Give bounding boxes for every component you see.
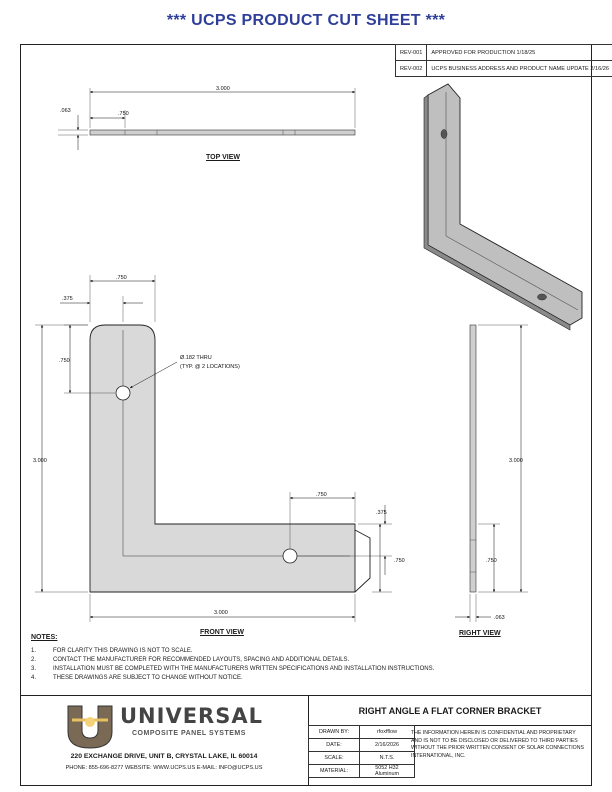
dim-front-height: 3.000 — [33, 458, 47, 464]
info-value: N.T.S. — [359, 751, 415, 765]
top-view: 3.000 .750 .063 — [58, 86, 356, 150]
right-view: 3.000 .750 .063 — [455, 324, 528, 622]
revision-table: REV-001 APPROVED FOR PRODUCTION 1/18/25 … — [394, 44, 612, 77]
top-view-label: TOP VIEW — [206, 154, 240, 161]
dim-front-750-bottom: .750 — [394, 558, 405, 564]
disclaimer: THE INFORMATION HEREIN IS CONFIDENTIAL A… — [411, 730, 584, 759]
right-view-label: RIGHT VIEW — [459, 630, 501, 637]
info-label: SCALE: — [308, 751, 360, 765]
dim-front-375-left: .375 — [62, 296, 73, 302]
dim-front-750-left: .750 — [59, 358, 70, 364]
drawing-frame — [20, 44, 592, 786]
info-value: 2/16/2026 — [359, 738, 415, 752]
revision-row: REV-001 APPROVED FOR PRODUCTION 1/18/25 — [394, 44, 612, 61]
page-title: *** UCPS PRODUCT CUT SHEET *** — [166, 12, 446, 29]
info-value: rfoxfflow — [359, 725, 415, 739]
title-block: UNIVERSAL COMPOSITE PANEL SYSTEMS 220 EX… — [20, 695, 592, 786]
dim-top-hole: .750 — [118, 111, 129, 117]
company-address: 220 EXCHANGE DRIVE, UNIT B, CRYSTAL LAKE… — [70, 753, 258, 760]
info-value: 5052 H32 Aluminum — [359, 764, 415, 778]
dim-top-length: 3.000 — [216, 86, 230, 92]
company-name: UNIVERSAL — [120, 704, 263, 728]
note-item: 4.THESE DRAWINGS ARE SUBJECT TO CHANGE W… — [31, 675, 243, 681]
info-label: DATE: — [308, 738, 360, 752]
note-item: 3.INSTALLATION MUST BE COMPLETED WITH TH… — [31, 666, 435, 672]
part-name: RIGHT ANGLE A FLAT CORNER BRACKET — [308, 696, 592, 726]
info-table: DRAWN BY:rfoxfflow DATE:2/16/2026 SCALE:… — [308, 725, 415, 778]
hole-callout-note: (TYP. @ 2 LOCATIONS) — [180, 364, 240, 370]
dim-front-750-right: .750 — [316, 492, 327, 498]
dim-right-thk: .063 — [494, 615, 505, 621]
info-label: MATERIAL: — [308, 764, 360, 778]
bracket-shape — [89, 324, 356, 593]
dim-front-750-top: .750 — [116, 275, 127, 281]
notes-header: NOTES: — [31, 634, 58, 641]
dim-right-height: 3.000 — [509, 458, 523, 464]
front-view-label: FRONT VIEW — [200, 629, 244, 636]
notes: NOTES: 1.FOR CLARITY THIS DRAWING IS NOT… — [31, 633, 434, 683]
isometric-view — [423, 83, 583, 331]
revision-desc: UCPS BUSINESS ADDRESS AND PRODUCT NAME U… — [426, 60, 612, 77]
dim-front-width: 3.000 — [214, 610, 228, 616]
hole-callout: Ø.182 THRU — [180, 355, 212, 361]
dim-top-thk: .063 — [60, 108, 71, 114]
hole-icon — [282, 548, 298, 564]
dim-front-375-right: .375 — [376, 510, 387, 516]
dim-right-750: .750 — [486, 558, 497, 564]
note-item: 1.FOR CLARITY THIS DRAWING IS NOT TO SCA… — [31, 648, 193, 654]
company-contact: PHONE: 855-696-8277 WEBSITE: WWW.UCPS.US… — [65, 765, 263, 771]
company-subtitle: COMPOSITE PANEL SYSTEMS — [132, 730, 246, 737]
note-item: 2.CONTACT THE MANUFACTURER FOR RECOMMEND… — [31, 657, 350, 663]
logo-icon — [67, 705, 113, 749]
company-logo: UNIVERSAL COMPOSITE PANEL SYSTEMS — [62, 700, 292, 750]
info-label: DRAWN BY: — [308, 725, 360, 739]
revision-row: REV-002 UCPS BUSINESS ADDRESS AND PRODUC… — [394, 60, 612, 77]
hole-icon — [115, 385, 131, 401]
front-view: Ø.182 THRU (TYP. @ 2 LOCATIONS) .750 .37… — [33, 275, 405, 622]
revision-id: REV-002 — [394, 60, 428, 77]
